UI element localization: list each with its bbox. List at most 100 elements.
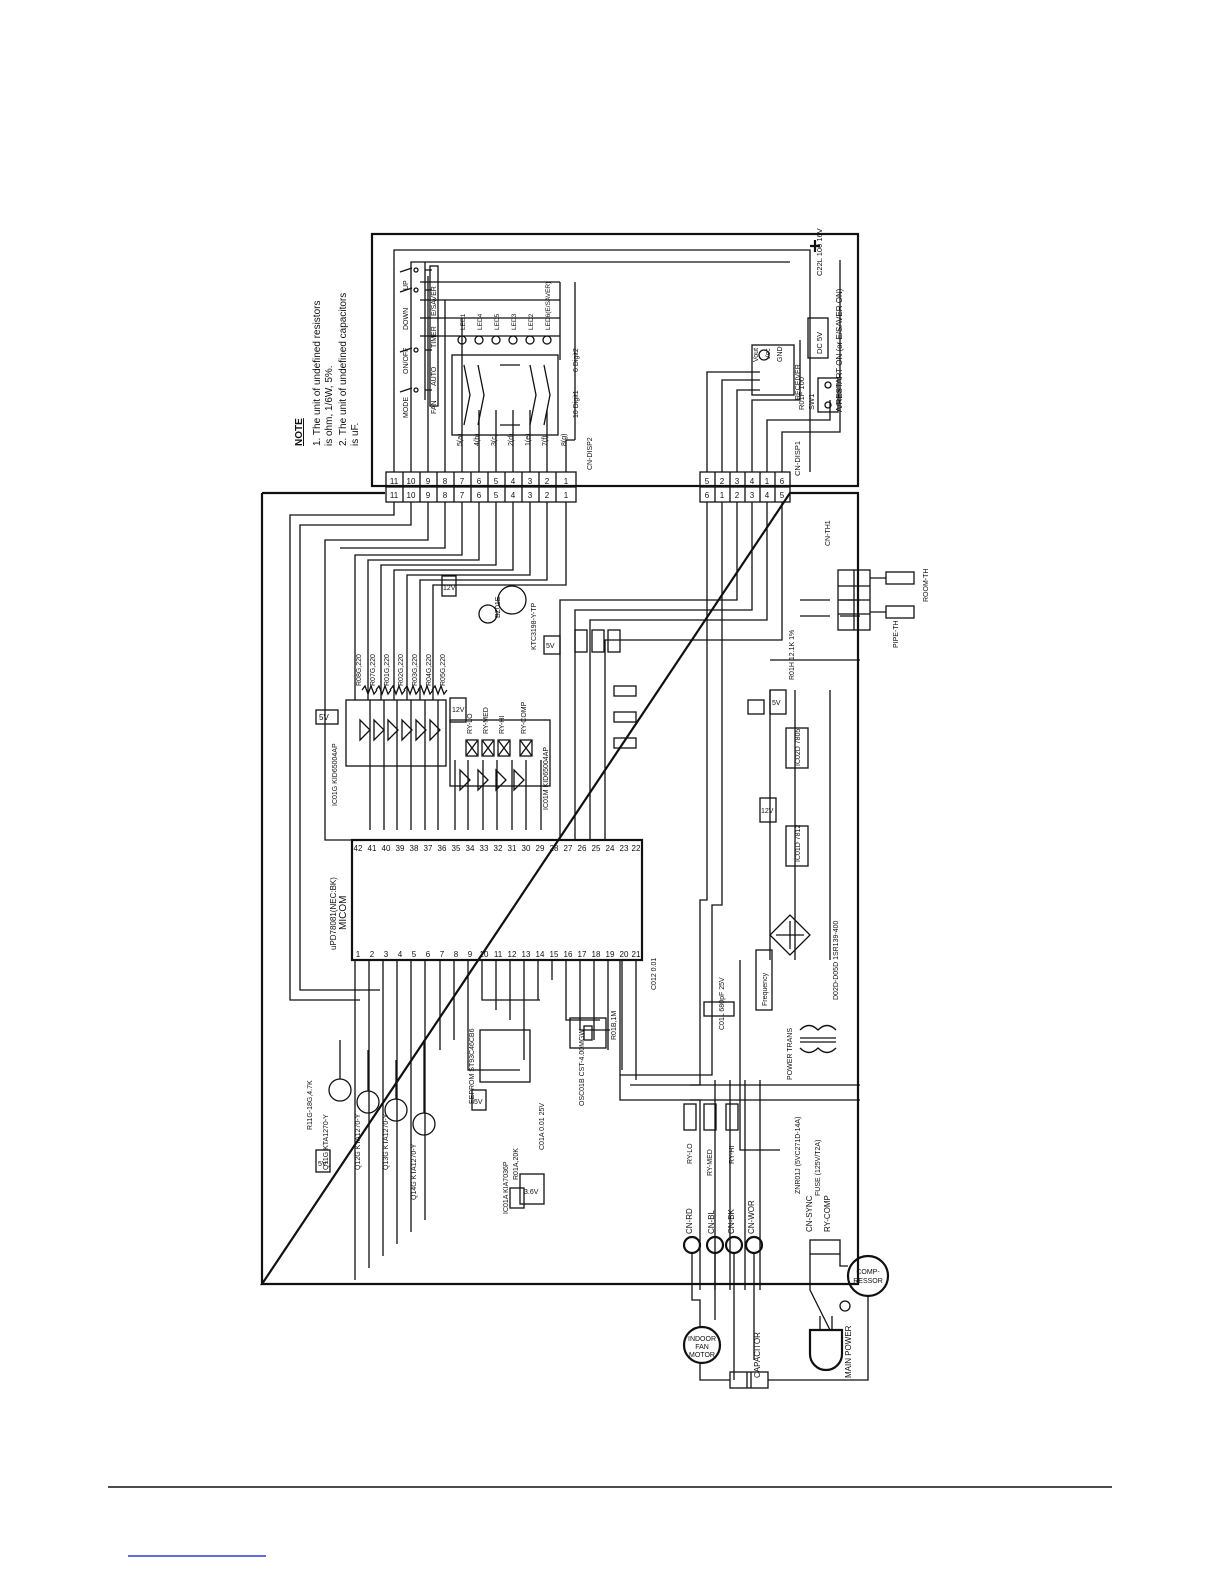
svg-text:8: 8 bbox=[443, 477, 448, 486]
svg-text:ZNR01J (5VC271D-14A): ZNR01J (5VC271D-14A) bbox=[795, 1117, 802, 1194]
svg-text:PIPE-TH: PIPE-TH bbox=[893, 620, 900, 648]
svg-text:CN-WOR: CN-WOR bbox=[747, 1200, 756, 1234]
svg-text:ROOM-TH: ROOM-TH bbox=[923, 569, 930, 602]
svg-text:21: 21 bbox=[632, 950, 641, 959]
svg-text:2: 2 bbox=[735, 491, 740, 500]
svg-text:1: 1 bbox=[564, 477, 569, 486]
svg-text:4(b): 4(b) bbox=[474, 434, 481, 446]
led-esaver: E/SAVER bbox=[431, 286, 438, 316]
svg-text:IC01M KID65004AP: IC01M KID65004AP bbox=[543, 747, 550, 810]
svg-text:COMP-: COMP- bbox=[856, 1269, 880, 1276]
svg-text:OSC01B CST-4.00MGW: OSC01B CST-4.00MGW bbox=[579, 1029, 586, 1106]
svg-text:6: 6 bbox=[426, 950, 431, 959]
svg-text:15: 15 bbox=[550, 950, 559, 959]
ic01m-relay-driver: RY-LO RY-MED RY-HI RY-COMP IC01M KID6500… bbox=[449, 697, 551, 810]
svg-text:R01G,220: R01G,220 bbox=[384, 654, 391, 686]
svg-text:16: 16 bbox=[564, 950, 573, 959]
svg-text:R01H 12.1K 1%: R01H 12.1K 1% bbox=[789, 630, 796, 680]
eeprom-chip: EEPROM ST93C46CB6 5V bbox=[469, 1028, 531, 1111]
svg-text:8: 8 bbox=[443, 491, 448, 500]
svg-text:LED3: LED3 bbox=[511, 313, 518, 330]
svg-text:3: 3 bbox=[735, 477, 740, 486]
svg-text:33: 33 bbox=[480, 844, 489, 853]
svg-text:IC01D 7812: IC01D 7812 bbox=[795, 825, 802, 862]
svg-text:25: 25 bbox=[592, 844, 601, 853]
svg-text:LED5: LED5 bbox=[494, 313, 501, 330]
svg-text:1: 1 bbox=[564, 491, 569, 500]
reset-ic: 3.6V IC01A KIA7036P R01A,20K C01A 0.01 2… bbox=[503, 1103, 546, 1214]
svg-text:RY-HI: RY-HI bbox=[499, 716, 506, 734]
svg-text:NOTE: NOTE bbox=[294, 418, 305, 446]
svg-text:19: 19 bbox=[606, 950, 615, 959]
svg-text:5: 5 bbox=[494, 477, 499, 486]
svg-text:RY-MED: RY-MED bbox=[707, 1149, 714, 1176]
svg-text:11: 11 bbox=[390, 491, 399, 500]
svg-text:4: 4 bbox=[511, 491, 516, 500]
display-board-outline bbox=[370, 232, 860, 488]
svg-text:23: 23 bbox=[620, 844, 629, 853]
svg-text:36: 36 bbox=[438, 844, 447, 853]
svg-text:2: 2 bbox=[720, 477, 725, 486]
svg-text:RY-HI: RY-HI bbox=[729, 1146, 736, 1164]
svg-text:C01A 0.01 25V: C01A 0.01 25V bbox=[539, 1103, 546, 1150]
svg-text:5: 5 bbox=[412, 950, 417, 959]
svg-text:Vcc: Vcc bbox=[765, 348, 772, 360]
svg-text:7: 7 bbox=[460, 491, 465, 500]
svg-text:R11G-18G,4.7K: R11G-18G,4.7K bbox=[307, 1080, 314, 1130]
svg-text:3: 3 bbox=[384, 950, 389, 959]
svg-text:11: 11 bbox=[494, 950, 503, 959]
note-block: NOTE 1. The unit of undefined resistors … bbox=[294, 293, 361, 446]
svg-text:C012 0.01: C012 0.01 bbox=[651, 958, 658, 990]
svg-text:5V: 5V bbox=[474, 1099, 483, 1106]
svg-text:9: 9 bbox=[426, 477, 431, 486]
svg-text:27: 27 bbox=[564, 844, 573, 853]
svg-text:uPD78081(NEC:BK): uPD78081(NEC:BK) bbox=[329, 877, 338, 950]
svg-text:R08G,220: R08G,220 bbox=[356, 654, 363, 686]
svg-text:R02G,220: R02G,220 bbox=[398, 654, 405, 686]
svg-text:31: 31 bbox=[508, 844, 517, 853]
display-board-wiring bbox=[393, 249, 841, 472]
led-timer: TIMER bbox=[431, 326, 438, 348]
svg-text:41: 41 bbox=[368, 844, 377, 853]
led-auto: AUTO bbox=[431, 366, 438, 386]
svg-text:6: 6 bbox=[477, 477, 482, 486]
svg-text:22: 22 bbox=[632, 844, 641, 853]
svg-text:CN-DISP2: CN-DISP2 bbox=[587, 437, 594, 470]
ir-receiver: GND Vcc Vout RECEIVER bbox=[751, 344, 802, 400]
svg-text:3: 3 bbox=[528, 477, 533, 486]
svg-text:LED4: LED4 bbox=[477, 313, 484, 330]
svg-text:DC 5V: DC 5V bbox=[815, 332, 824, 354]
svg-text:A/RESTART ON (or E/SAVER ON): A/RESTART ON (or E/SAVER ON) bbox=[835, 288, 844, 412]
svg-text:4: 4 bbox=[398, 950, 403, 959]
svg-text:RY-COMP: RY-COMP bbox=[823, 1195, 832, 1232]
svg-text:6: 6 bbox=[705, 491, 710, 500]
svg-text:8(g): 8(g) bbox=[561, 434, 568, 446]
svg-text:C22L 100 16V: C22L 100 16V bbox=[815, 228, 824, 276]
svg-text:12V: 12V bbox=[761, 808, 774, 815]
power-supply: IC01D 7812 IC02D 7805 12V 5V Frequency D… bbox=[651, 689, 840, 1080]
svg-text:KTC3198-Y-TP: KTC3198-Y-TP bbox=[531, 602, 538, 650]
svg-text:1(e): 1(e) bbox=[525, 434, 532, 446]
svg-text:LED2: LED2 bbox=[528, 313, 535, 330]
svg-text:C01L 680pF 25V: C01L 680pF 25V bbox=[719, 977, 726, 1030]
svg-text:Q13G KTA1270-Y: Q13G KTA1270-Y bbox=[383, 1113, 390, 1170]
svg-text:MICOM: MICOM bbox=[338, 896, 349, 930]
ic01g-driver: IC01G KID65004AP 5V bbox=[315, 699, 447, 806]
oscillator: OSC01B CST-4.00MGW R01B,1M bbox=[569, 1011, 618, 1106]
svg-text:is uF.: is uF. bbox=[350, 423, 361, 446]
svg-text:R04G,220: R04G,220 bbox=[426, 654, 433, 686]
svg-text:4: 4 bbox=[511, 477, 516, 486]
svg-text:R01B,1M: R01B,1M bbox=[611, 1011, 618, 1040]
svg-text:CN-DISP1: CN-DISP1 bbox=[793, 441, 802, 476]
svg-text:R05G,220: R05G,220 bbox=[440, 654, 447, 686]
svg-text:IC01A KIA7036P: IC01A KIA7036P bbox=[503, 1161, 510, 1214]
svg-text:14: 14 bbox=[536, 950, 545, 959]
svg-text:5V: 5V bbox=[546, 643, 555, 650]
svg-text:40: 40 bbox=[382, 844, 391, 853]
svg-text:Q12G KTA1270-Y: Q12G KTA1270-Y bbox=[355, 1113, 362, 1170]
svg-text:4: 4 bbox=[750, 477, 755, 486]
svg-text:18: 18 bbox=[592, 950, 601, 959]
svg-text:Q11G KTA1270-Y: Q11G KTA1270-Y bbox=[323, 1114, 330, 1170]
